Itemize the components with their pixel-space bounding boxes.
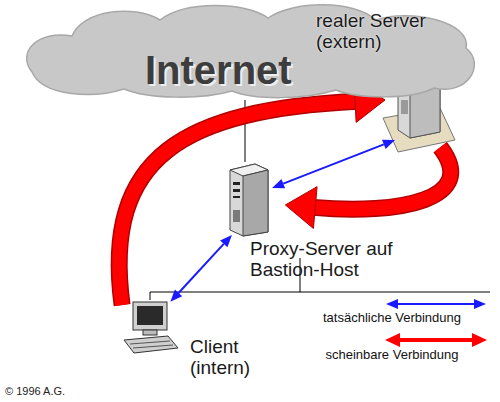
connector-band [313,147,451,209]
legend-sample-apparent [385,333,487,347]
arrowhead [382,140,395,149]
actual-connection [272,140,395,189]
arrowhead [170,290,182,302]
proxy-server-icon [230,164,268,236]
real-server-label: realer Server (extern) [316,10,440,53]
apparent-connection [285,147,450,228]
connector-line [283,144,384,183]
client-icon [124,302,178,353]
connector-line [179,244,224,293]
arrowhead [285,187,317,229]
proxy-server-label: Proxy-Server auf Bastion-Host [250,238,416,281]
arrowhead [220,235,232,247]
legend-label: scheinbare Verbindung [292,348,492,363]
cloud-outline [27,5,475,98]
legend-sample-actual [386,299,486,309]
connector-shadow [313,147,451,209]
actual-connection [170,235,232,302]
internet-cloud-label: Internet [145,48,335,93]
arrowhead [272,179,285,188]
real-server: realer Server (extern) [310,8,450,153]
proxy-server: Proxy-Server auf Bastion-Host [222,160,420,295]
legend-label: tatsächliche Verbindung [292,311,492,326]
client-label: Client (intern) [190,336,272,379]
copyright-note: © 1996 A.G. [5,385,125,397]
client: Client (intern) [115,300,276,390]
